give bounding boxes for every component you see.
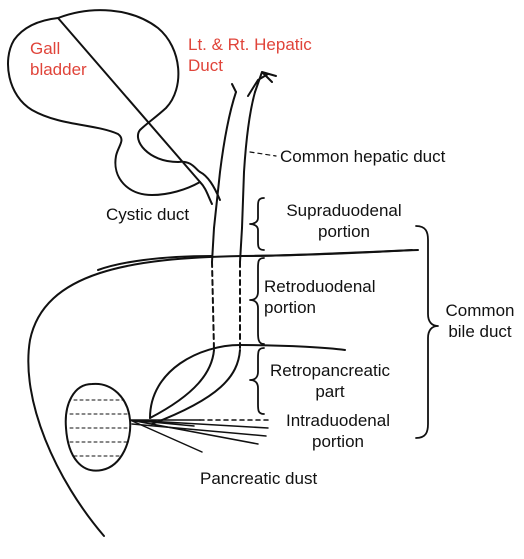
supraduodenal-label-line1: Supraduodenal — [268, 200, 420, 221]
retropancreatic-label-line1: Retropancreatic — [262, 360, 398, 381]
supraduodenal-label: Supraduodenal portion — [268, 200, 420, 242]
common-hepatic-duct-left-wall — [214, 92, 236, 228]
retropancreatic-label-line2: part — [262, 381, 398, 402]
common-hepatic-duct-label: Common hepatic duct — [280, 146, 445, 167]
cystic-duct-lower — [200, 182, 212, 204]
intraduodenal-label-line1: Intraduodenal — [266, 410, 410, 431]
gall-bladder-label-line2: bladder — [30, 59, 87, 80]
retropancreatic-label: Retropancreatic part — [262, 360, 398, 402]
common-hepatic-duct-right-wall — [242, 92, 255, 228]
pancreatic-duct-label: Pancreatic dust — [200, 468, 317, 489]
hepatic-ducts-label-line1: Lt. & Rt. Hepatic — [188, 34, 312, 55]
hepatic-ducts-label-line2: Duct — [188, 55, 312, 76]
hepatic-ducts-label: Lt. & Rt. Hepatic Duct — [188, 34, 312, 76]
cbd-retropancreatic — [150, 350, 240, 424]
duct-fan — [130, 420, 268, 452]
intraduodenal-label: Intraduodenal portion — [266, 410, 410, 452]
retroduodenal-label: Retroduodenal portion — [264, 276, 376, 318]
brace-retroduodenal — [250, 258, 264, 344]
common-bile-duct-label-line2: bile duct — [436, 321, 524, 342]
ampulla — [66, 384, 131, 471]
ampulla-stripes — [70, 400, 130, 456]
retroduodenal-label-line1: Retroduodenal — [264, 276, 376, 297]
gall-bladder-label: Gall bladder — [30, 38, 87, 80]
common-bile-duct-label-line1: Common — [436, 300, 524, 321]
duodenum-inner — [98, 250, 412, 270]
common-hepatic-leader — [250, 152, 276, 156]
supraduodenal-label-line2: portion — [268, 221, 420, 242]
cystic-duct-label: Cystic duct — [106, 204, 189, 225]
common-bile-duct-label: Common bile duct — [436, 300, 524, 342]
brace-supraduodenal — [250, 198, 264, 250]
gall-bladder-label-line1: Gall — [30, 38, 87, 59]
retroduodenal-label-line2: portion — [264, 297, 376, 318]
brace-common-bile-duct — [416, 226, 438, 438]
cbd-retroduodenal-dashed — [212, 262, 240, 350]
intraduodenal-label-line2: portion — [266, 431, 410, 452]
